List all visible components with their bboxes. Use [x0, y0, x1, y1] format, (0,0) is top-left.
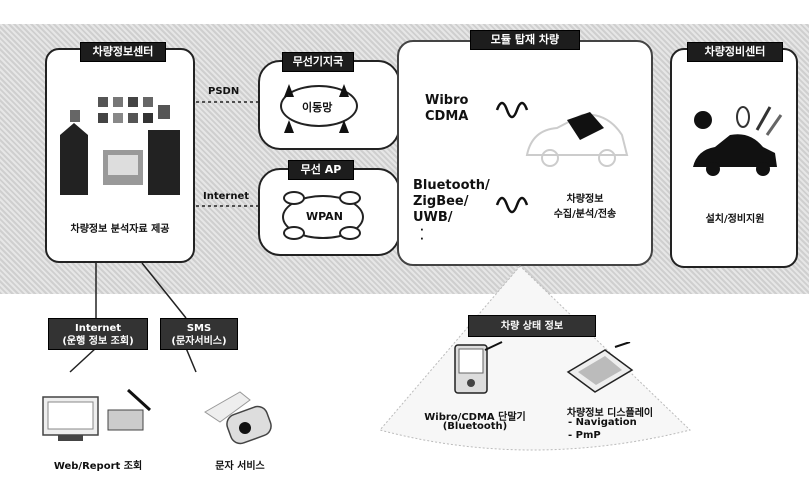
display-caption-item2: - PmP — [568, 430, 601, 441]
terminal-caption-2: (Bluetooth) — [442, 421, 508, 432]
wpan-node-2 — [339, 191, 361, 205]
pda-terminal-illustration — [440, 340, 510, 400]
maintenance-center-caption: 설치/정비지원 — [705, 214, 765, 225]
internet-service-box: Internet (운행 정보 조회) — [48, 318, 148, 350]
wpan-node-1 — [283, 191, 305, 205]
web-report-caption: Web/Report 조회 — [53, 461, 143, 472]
vehicle-module-panel — [397, 40, 653, 266]
zigbee-label: ZigBee/ — [413, 194, 469, 209]
vehicle-info-center-title: 차량정보센터 — [80, 42, 166, 62]
sms-service-box: SMS (문자서비스) — [160, 318, 238, 350]
wpan-node-3 — [283, 226, 305, 240]
more-dots: · · — [420, 225, 424, 245]
vehicle-module-caption-2: 수집/분석/전송 — [553, 209, 617, 220]
maintenance-illustration — [685, 105, 785, 185]
wibro-label: Wibro — [425, 93, 469, 108]
navigation-display-illustration — [560, 342, 640, 397]
cdma-label: CDMA — [425, 109, 469, 124]
internet-service-label: Internet — [74, 323, 121, 334]
mobile-network-label: 이동망 — [302, 101, 333, 114]
vehicle-module-caption-1: 차량정보 — [566, 194, 604, 205]
sms-service-desc: (문자서비스) — [171, 336, 227, 347]
sms-caption: 문자 서비스 — [215, 461, 265, 472]
wireless-ap-title: 무선 AP — [288, 160, 354, 180]
terminal-caption-1: Wibro/CDMA 단말기 — [424, 412, 526, 423]
car-module-illustration — [522, 100, 632, 170]
display-caption-item1: - Navigation — [568, 417, 637, 428]
internet-service-desc: (운행 정보 조회) — [62, 336, 134, 347]
vehicle-info-center-caption: 차량정보 분석자료 제공 — [70, 224, 170, 235]
sms-service-label: SMS — [186, 323, 212, 334]
display-caption-title: 차량정보 디스플레이 — [566, 408, 654, 419]
vehicle-module-title: 모듈 탑재 차량 — [470, 30, 580, 50]
bluetooth-label: Bluetooth/ — [413, 178, 490, 193]
maintenance-center-title: 차량정비센터 — [687, 42, 783, 62]
maintenance-center-panel — [670, 48, 798, 268]
internet-label: Internet — [203, 191, 250, 202]
web-report-illustration — [38, 385, 158, 445]
wpan-node-4 — [339, 226, 361, 240]
data-center-illustration — [58, 95, 184, 195]
wpan-label: WPAN — [306, 210, 343, 223]
vehicle-status-title: 차량 상태 정보 — [468, 315, 596, 337]
base-station-title: 무선기지국 — [282, 52, 354, 72]
psdn-label: PSDN — [208, 86, 240, 97]
sms-phone-illustration — [200, 382, 280, 447]
uwb-label: UWB/ — [413, 210, 453, 225]
